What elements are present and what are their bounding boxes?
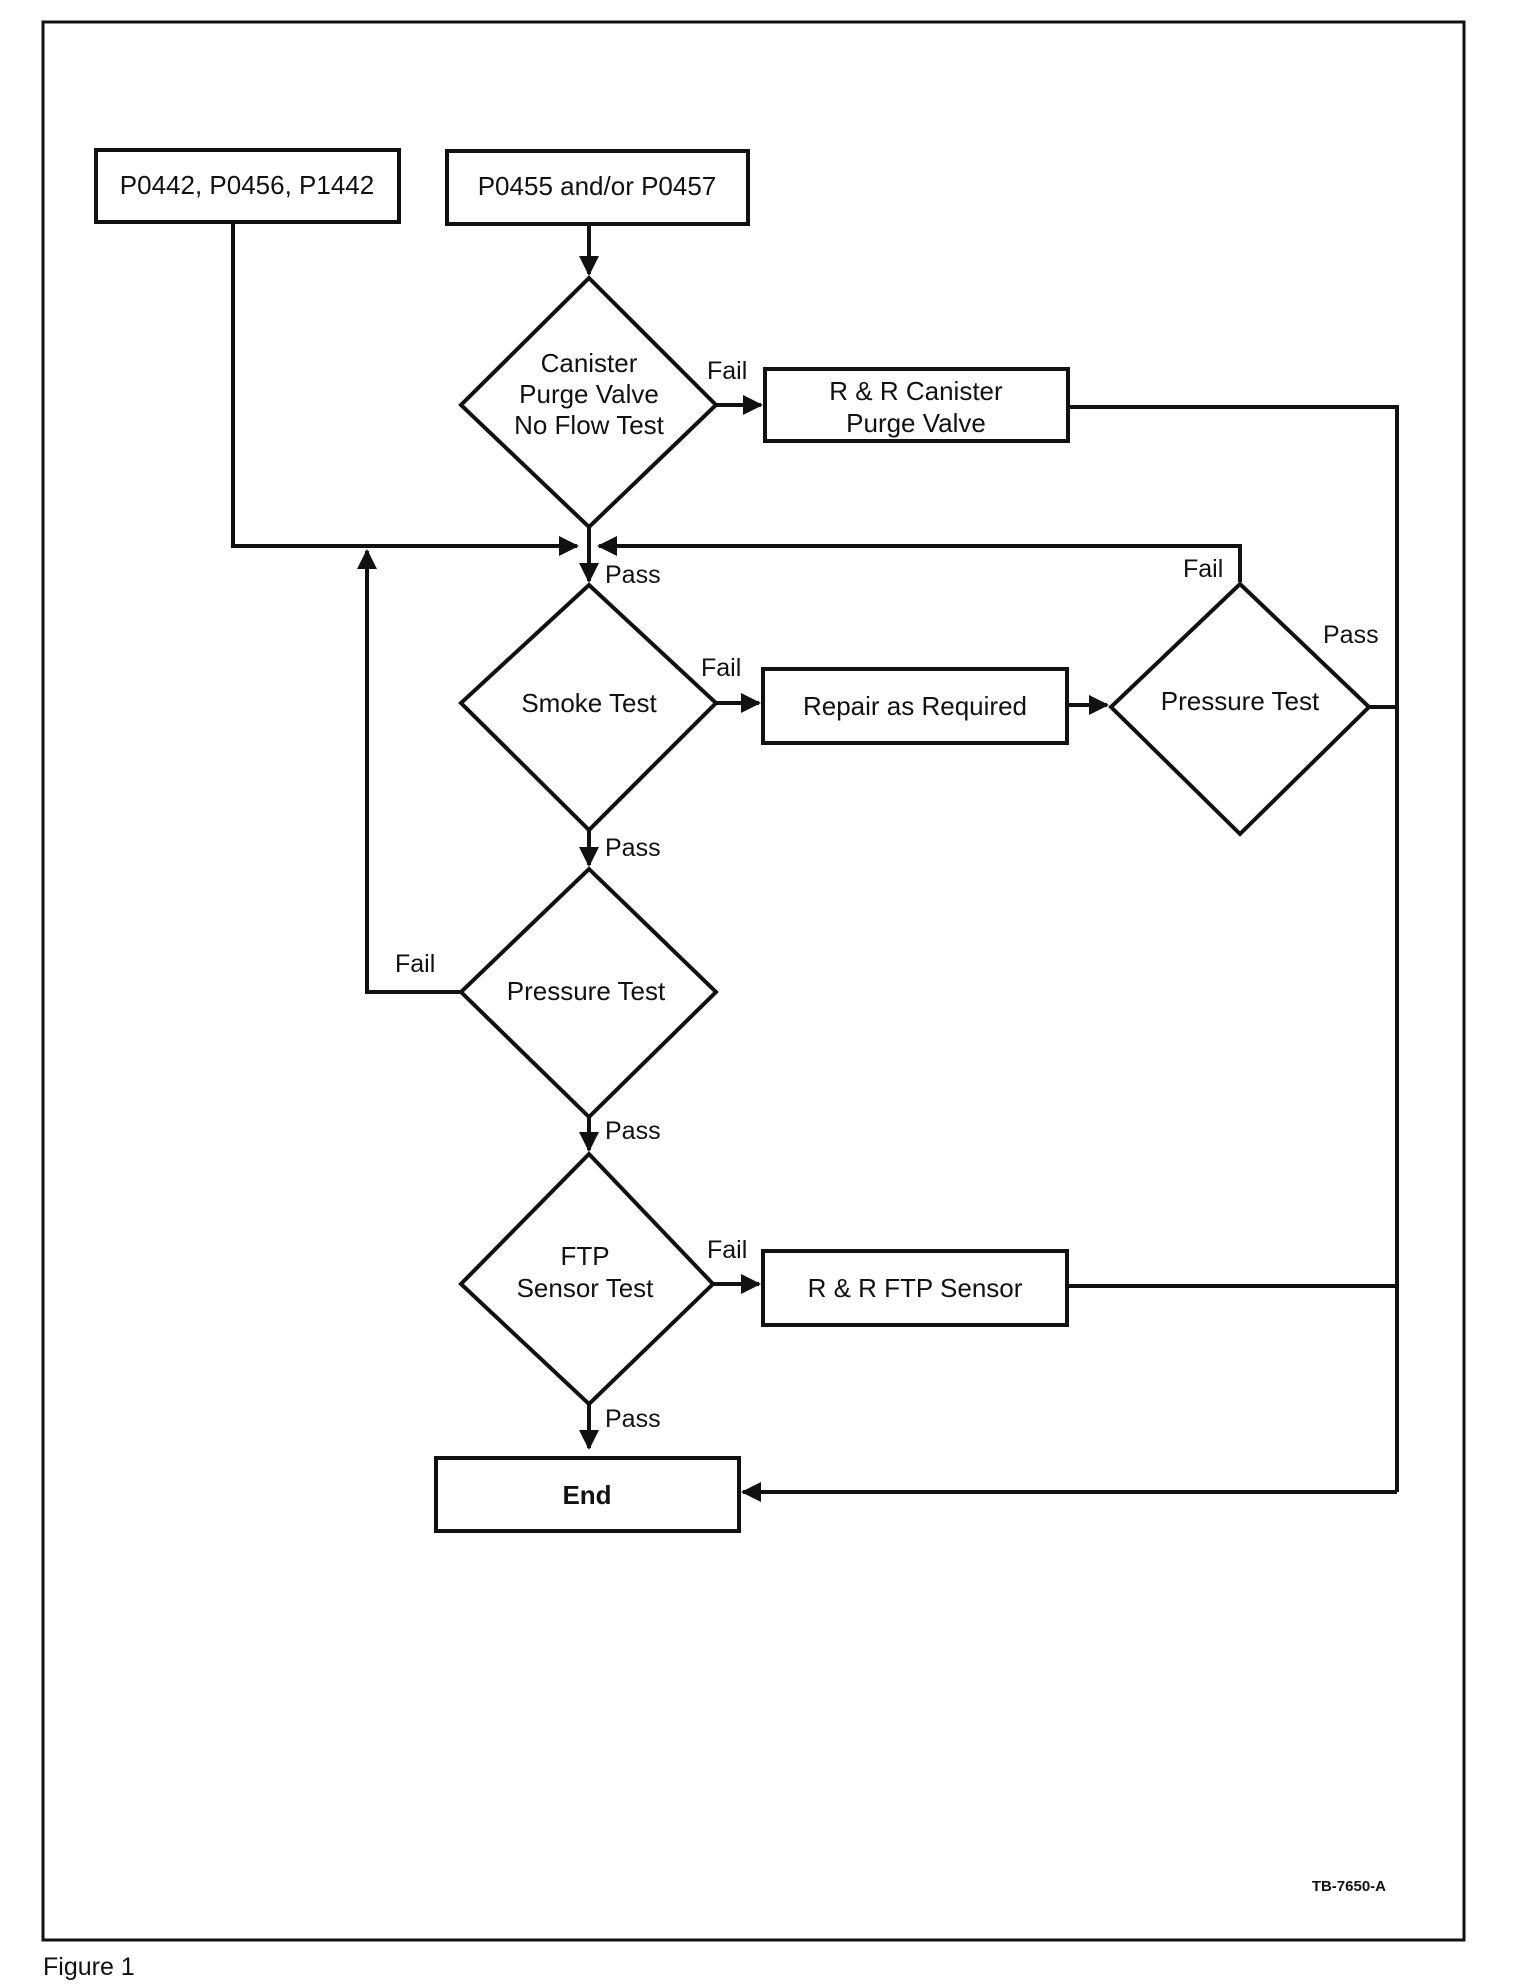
- node-codes-a-label: P0442, P0456, P1442: [120, 170, 374, 200]
- node-pressure-test-main-label: Pressure Test: [507, 976, 666, 1006]
- edge-label-smoke-fail: Fail: [701, 654, 741, 682]
- edge-label-pressure-right-fail: Fail: [1183, 555, 1223, 583]
- edge-label-pressure-right-pass: Pass: [1323, 621, 1379, 649]
- node-purge-test-line-3: No Flow Test: [514, 410, 665, 440]
- node-codes-b: P0455 and/or P0457: [445, 149, 750, 226]
- edge-label-smoke-pass: Pass: [605, 834, 661, 862]
- node-pressure-test-main: Pressure Test: [458, 866, 719, 1120]
- connector-codes-a-to-merge: [231, 222, 579, 556]
- node-pressure-test-right: Pressure Test: [1108, 581, 1372, 837]
- node-purge-test-line-1: Canister: [541, 348, 638, 378]
- figure-caption: Figure 1: [43, 1953, 135, 1981]
- connector-right-rail: [1068, 405, 1399, 1492]
- node-rr-ftp-label: R & R FTP Sensor: [808, 1273, 1023, 1303]
- node-codes-a: P0442, P0456, P1442: [94, 148, 401, 224]
- node-pressure-test-right-label: Pressure Test: [1161, 686, 1320, 716]
- node-rr-purge-line-2: Purge Valve: [846, 408, 986, 438]
- connector-pressure-right-fail: [597, 536, 1242, 582]
- node-smoke-test: Smoke Test: [458, 582, 719, 833]
- node-rr-purge: R & R Canister Purge Valve: [763, 367, 1070, 443]
- node-repair-label: Repair as Required: [803, 691, 1027, 721]
- node-end: End: [434, 1456, 741, 1533]
- edge-label-purge-pass: Pass: [605, 561, 661, 589]
- node-purge-test: Canister Purge Valve No Flow Test: [458, 275, 719, 530]
- edge-label-pressure-main-fail: Fail: [395, 950, 435, 978]
- node-repair: Repair as Required: [761, 667, 1069, 745]
- edge-label-purge-fail: Fail: [707, 357, 747, 385]
- node-rr-ftp: R & R FTP Sensor: [761, 1249, 1069, 1327]
- node-end-label: End: [562, 1480, 611, 1510]
- node-codes-b-label: P0455 and/or P0457: [478, 171, 717, 201]
- node-ftp-test: FTP Sensor Test: [458, 1151, 716, 1407]
- edge-label-ftp-fail: Fail: [707, 1236, 747, 1264]
- node-ftp-test-line-2: Sensor Test: [517, 1273, 655, 1303]
- connector-pressure-main-fail: [357, 549, 461, 994]
- edge-label-pressure-main-pass: Pass: [605, 1117, 661, 1145]
- node-smoke-test-label: Smoke Test: [521, 688, 657, 718]
- figure-code: TB-7650-A: [1312, 1878, 1386, 1895]
- node-rr-purge-line-1: R & R Canister: [829, 376, 1003, 406]
- node-ftp-test-line-1: FTP: [560, 1241, 609, 1271]
- edge-label-ftp-pass: Pass: [605, 1405, 661, 1433]
- figure-frame: [41, 20, 1466, 1942]
- node-purge-test-line-2: Purge Valve: [519, 379, 659, 409]
